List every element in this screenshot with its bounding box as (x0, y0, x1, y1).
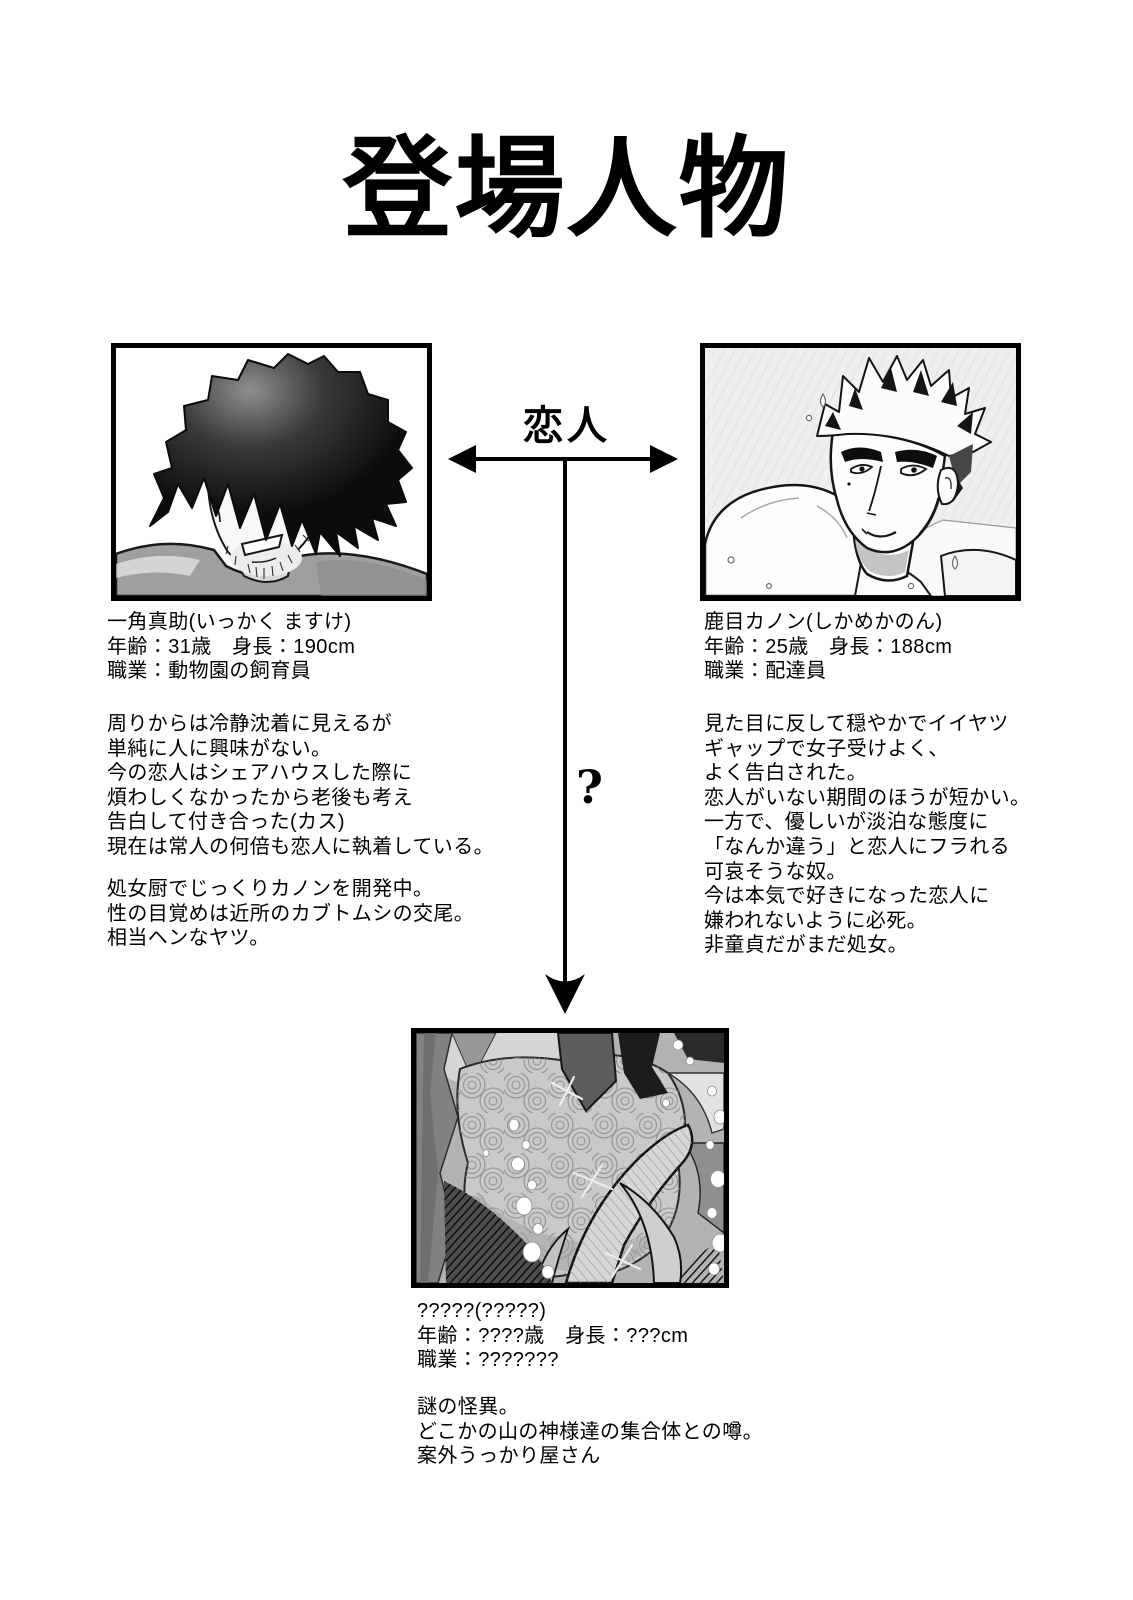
kanon-bio-1: 見た目に反して穏やかでイイヤツ ギャップで女子受けよく、 よく告白された。 恋人… (704, 713, 1031, 957)
masuke-portrait-illustration (116, 348, 427, 596)
lovers-arrow (448, 445, 678, 473)
masuke-bio-1: 周りからは冷静沈着に見えるが 単純に人に興味がない。 今の恋人はシェアハウスした… (107, 713, 494, 858)
kanon-name: 鹿目カノン(しかめかのん) (704, 611, 943, 633)
kanon-profile: 鹿目カノン(しかめかのん) 年齢：25歳 身長：188cm 職業：配達員 (704, 610, 952, 684)
mystery-profile: ?????(?????) 年齢：????歳 身長：???cm 職業：??????… (417, 1299, 688, 1373)
kanon-job: 職業：配達員 (704, 660, 827, 683)
mystery-job: 職業：??????? (417, 1349, 559, 1372)
page-title: 登場人物 (342, 124, 791, 253)
kanon-portrait-illustration (705, 348, 1016, 596)
question-label: ? (576, 760, 603, 814)
portrait-kanon-panel (700, 343, 1021, 601)
masuke-job: 職業：動物園の飼育員 (107, 660, 311, 683)
portrait-masuke-panel (111, 343, 432, 601)
unknown-arrow (545, 457, 585, 1014)
mystery-stats: 年齢：????歳 身長：???cm (417, 1324, 689, 1347)
masuke-name: 一角真助(いっかく ますけ) (107, 611, 352, 633)
mystery-illustration (416, 1033, 724, 1283)
masuke-stats: 年齢：31歳 身長：190cm (107, 635, 356, 658)
mystery-name: ?????(?????) (417, 1300, 547, 1322)
mystery-bio-1: 謎の怪異。 どこかの山の神様達の集合体との噂。 案外うっかり屋さん (417, 1396, 763, 1468)
portrait-mystery-panel (411, 1028, 729, 1288)
lovers-label: 恋人 (523, 404, 611, 448)
kanon-stats: 年齢：25歳 身長：188cm (704, 635, 953, 658)
masuke-bio-2: 処女厨でじっくりカノンを開発中。 性の目覚めは近所のカブトムシの交尾。 相当ヘン… (107, 878, 475, 950)
masuke-profile: 一角真助(いっかく ますけ) 年齢：31歳 身長：190cm 職業：動物園の飼育… (107, 610, 355, 684)
